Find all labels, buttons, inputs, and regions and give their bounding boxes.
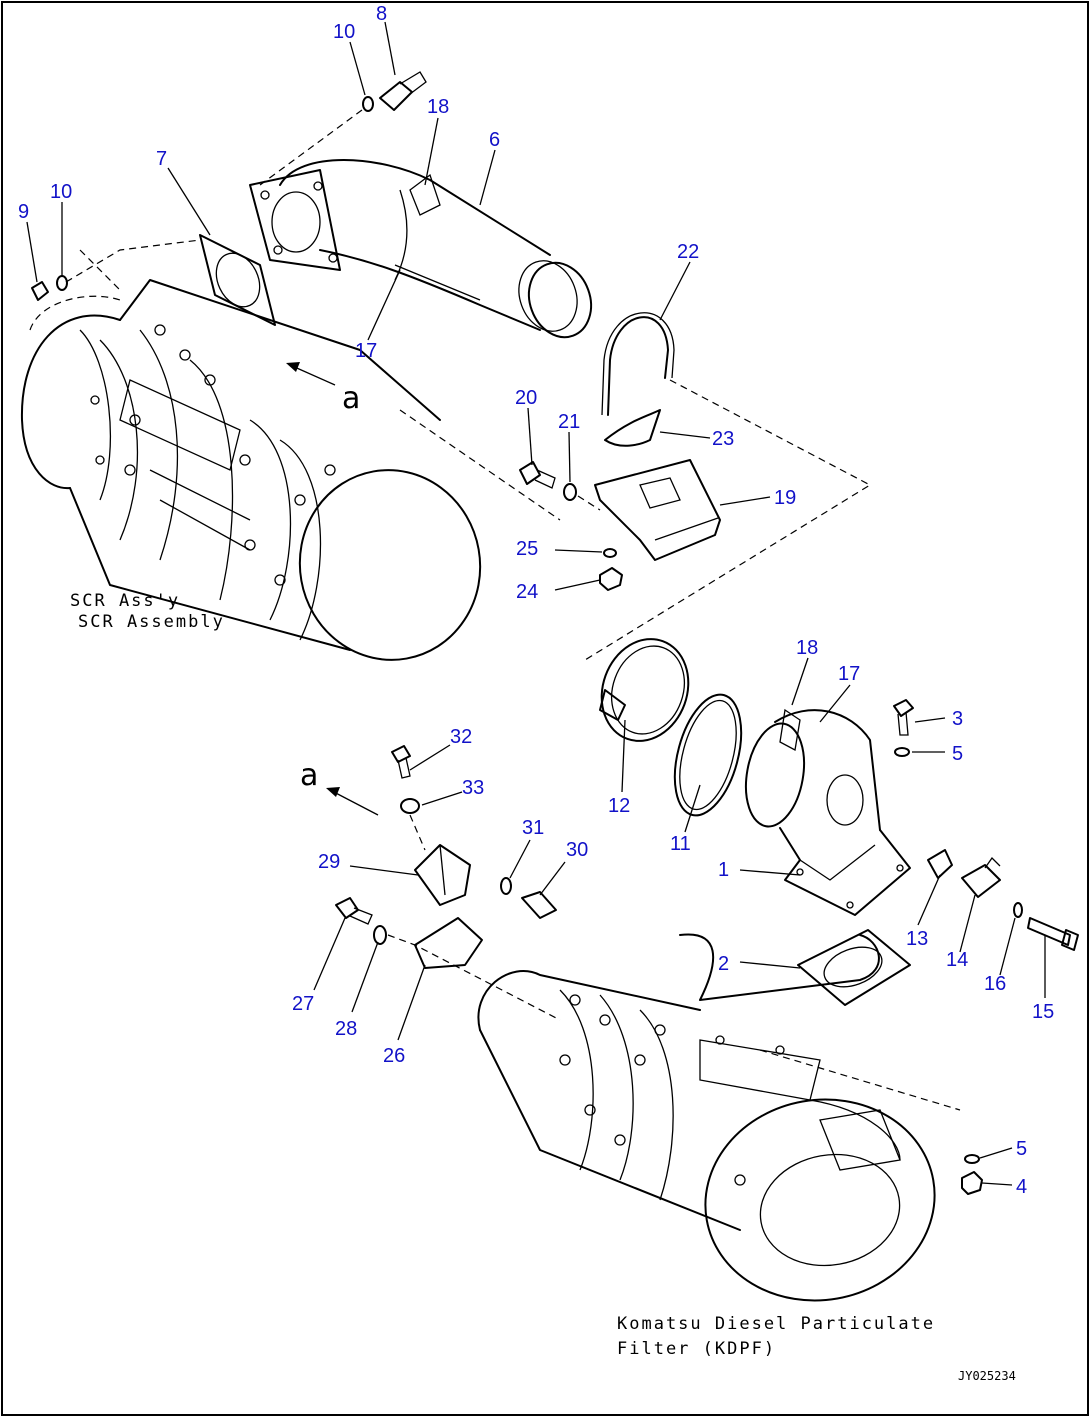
callout-12: 12 [608,795,630,817]
callout-leaders [26,21,1046,1186]
callout-3: 3 [952,708,963,730]
callout-10-left: 10 [50,181,72,203]
scr-caption-line2: SCR Assembly [78,612,225,632]
kdpf-caption-line1: Komatsu Diesel Particulate [617,1314,935,1334]
callout-8: 8 [376,3,387,25]
gasket-2 [797,929,911,1006]
bolt-15 [1027,917,1079,951]
view-mark-upper: a [342,381,360,416]
callout-11: 11 [670,833,691,855]
callout-18-upper: 18 [427,96,449,118]
nut-9 [31,281,49,301]
callout-19: 19 [774,487,796,509]
bracket-19 [594,459,721,561]
leader-dash-9 [65,239,201,283]
view-mark-lower: a [300,758,318,793]
callout-32: 32 [450,726,472,748]
callout-16: 16 [984,973,1006,995]
bracket-26 [414,917,483,969]
callout-14: 14 [946,949,968,971]
callout-numbers: 8 10 18 6 7 9 10 17 22 20 21 23 19 25 24… [18,3,1054,1198]
callout-22: 22 [677,241,699,263]
exhaust-pipe-6 [249,159,593,339]
callout-25: 25 [516,538,538,560]
bolt-27 [335,897,373,925]
gasket-ring-11 [673,693,743,817]
bolt-8 [379,71,427,111]
callout-15: 15 [1032,1001,1054,1023]
callout-5-upper: 5 [952,743,963,765]
callout-24: 24 [516,581,538,603]
callout-6: 6 [489,129,500,151]
leader-dash-8 [259,109,363,186]
callout-27: 27 [292,993,314,1015]
washer-28 [373,925,387,945]
scr-assembly-drawing [20,249,561,661]
clamp-12 [599,638,690,742]
kdpf-drawing [477,933,961,1302]
leader-dash-33 [409,814,426,851]
bolt-3 [893,699,914,736]
kdpf-caption-line2: Filter (KDPF) [617,1339,776,1359]
callout-7: 7 [156,148,167,170]
washer-5-upper [894,747,910,757]
callout-30: 30 [566,839,588,861]
nut-24 [599,567,623,591]
washer-10-left [56,275,68,291]
callout-10-upper: 10 [333,21,355,43]
callout-23: 23 [712,428,734,450]
callout-33: 33 [462,777,484,799]
nut-4 [961,1171,983,1195]
callout-17-lower: 17 [838,663,860,685]
callout-18-lower: 18 [796,637,818,659]
bracket-29 [414,844,471,906]
bolt-20 [519,461,556,489]
callout-9: 9 [18,201,29,223]
callout-17-upper: 17 [355,340,377,362]
bracket-13 [927,849,953,879]
leader-dash-26 [387,934,561,1021]
washer-25 [603,548,617,558]
sensor-14 [961,856,1001,898]
leader-dash-20 [577,495,601,511]
callout-4: 4 [1016,1176,1027,1198]
arrow-head-lower [326,787,340,797]
arrow-head-upper [286,362,300,372]
gasket-ring-11-inner [679,699,737,811]
washer-31 [500,877,512,895]
bolt-30 [521,891,557,919]
callout-28: 28 [335,1018,357,1040]
callout-21: 21 [558,411,580,433]
washer-21 [563,483,577,501]
u-bolt-22 [601,312,675,416]
gasket-7 [199,234,276,326]
elbow-pipe-1 [744,708,911,916]
washer-33 [400,798,420,814]
callout-2: 2 [718,953,729,975]
leader-dash-19 [584,379,872,661]
callout-29: 29 [318,851,340,873]
callout-26: 26 [383,1045,405,1067]
bolt-32 [391,745,411,779]
view-arrow-lower [329,789,379,816]
callout-1: 1 [718,859,729,881]
scr-caption-line1: SCR Ass'y [70,591,180,611]
saddle-23 [604,409,661,447]
drawing-code: JY025234 [958,1369,1016,1383]
callout-5-lower: 5 [1016,1138,1027,1160]
callout-13: 13 [906,928,928,950]
callout-20: 20 [515,387,537,409]
view-arrow-upper [289,364,336,386]
washer-10-upper [362,96,374,112]
washer-16 [1013,902,1023,918]
washer-5-lower [964,1154,980,1164]
callout-31: 31 [522,817,544,839]
